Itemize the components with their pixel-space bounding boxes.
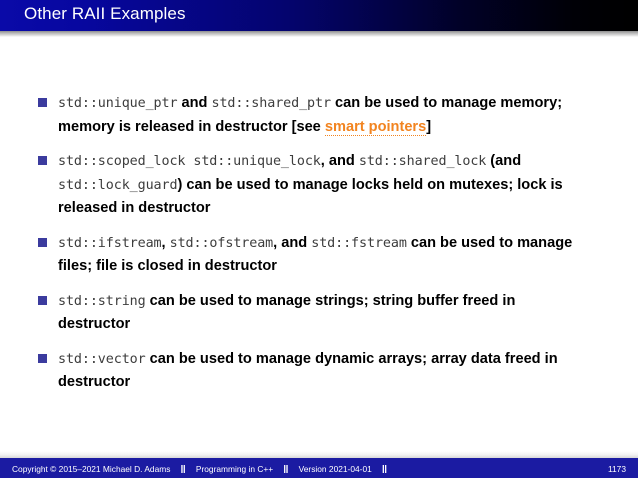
list-item: std::scoped_lock std::unique_lock, and s… (0, 150, 638, 221)
footer-copyright: Copyright © 2015–2021 Michael D. Adams (12, 464, 171, 474)
code-span: std::fstream (311, 235, 407, 251)
code-span: std::string (58, 293, 146, 309)
slide-content: std::unique_ptr and std::shared_ptr can … (0, 92, 638, 406)
prose-span: and (177, 95, 212, 111)
prose-span: ) can be used to manage locks held on mu… (58, 176, 563, 217)
prose-span: can be used to manage strings; string bu… (58, 292, 516, 333)
prose-span: , and (273, 234, 312, 251)
prose-span: ] (426, 118, 432, 135)
bullet-square-icon (38, 156, 47, 165)
title-bar-shadow (0, 31, 638, 37)
code-span: std::lock_guard (58, 177, 178, 193)
footer-version: Version 2021-04-01 (298, 464, 372, 474)
page-number: 1173 (607, 464, 626, 474)
footer-divider (0, 451, 638, 458)
code-span: std::scoped_lock std::unique_lock (58, 154, 321, 169)
list-item: std::ifstream, std::ofstream, and std::f… (0, 232, 638, 279)
footer-separator-icon: ‖ (180, 463, 186, 476)
list-item: std::vector can be used to manage dynami… (0, 348, 638, 395)
list-item: std::string can be used to manage string… (0, 290, 638, 337)
list-item-text: std::vector can be used to manage dynami… (58, 351, 558, 391)
prose-span: (and (486, 153, 522, 169)
code-span: std::vector (58, 351, 146, 367)
footer-separator-icon: ‖ (283, 463, 289, 476)
list-item-text: std::unique_ptr and std::shared_ptr can … (58, 95, 563, 136)
bullet-square-icon (38, 353, 47, 363)
list-item-text: std::scoped_lock std::unique_lock, and s… (58, 153, 563, 216)
prose-span: , and (320, 153, 359, 169)
list-item-text: std::ifstream, std::ofstream, and std::f… (58, 235, 572, 275)
list-item: std::unique_ptr and std::shared_ptr can … (0, 92, 638, 139)
code-span: std::ofstream (169, 235, 274, 251)
footer-separator-icon: ‖ (381, 463, 388, 476)
bullet-square-icon (38, 237, 47, 247)
code-span: std::shared_ptr (211, 96, 332, 111)
footer-info: Copyright © 2015–2021 Michael D. Adams ‖… (11, 463, 396, 476)
prose-span: can be used to manage files; file is clo… (58, 234, 573, 275)
code-span: std::ifstream (58, 235, 162, 251)
prose-span: can be used to manage dynamic arrays; ar… (58, 350, 558, 391)
prose-span: , (161, 234, 170, 251)
prose-span: can be used to manage memory; memory is … (58, 95, 563, 135)
smart-pointers-link[interactable]: smart pointers (324, 118, 427, 136)
footer-course: Programming in C++ (195, 464, 274, 474)
page-title: Other RAII Examples (24, 4, 186, 23)
code-span: std::unique_ptr (58, 96, 178, 111)
bullet-square-icon (38, 98, 47, 107)
code-span: std::shared_lock (358, 154, 487, 169)
raii-examples-list: std::unique_ptr and std::shared_ptr can … (0, 92, 638, 395)
slide-title-bar: Other RAII Examples (0, 0, 638, 31)
list-item-text: std::string can be used to manage string… (58, 293, 515, 333)
slide-footer: Copyright © 2015–2021 Michael D. Adams ‖… (0, 458, 638, 478)
bullet-square-icon (38, 295, 47, 305)
